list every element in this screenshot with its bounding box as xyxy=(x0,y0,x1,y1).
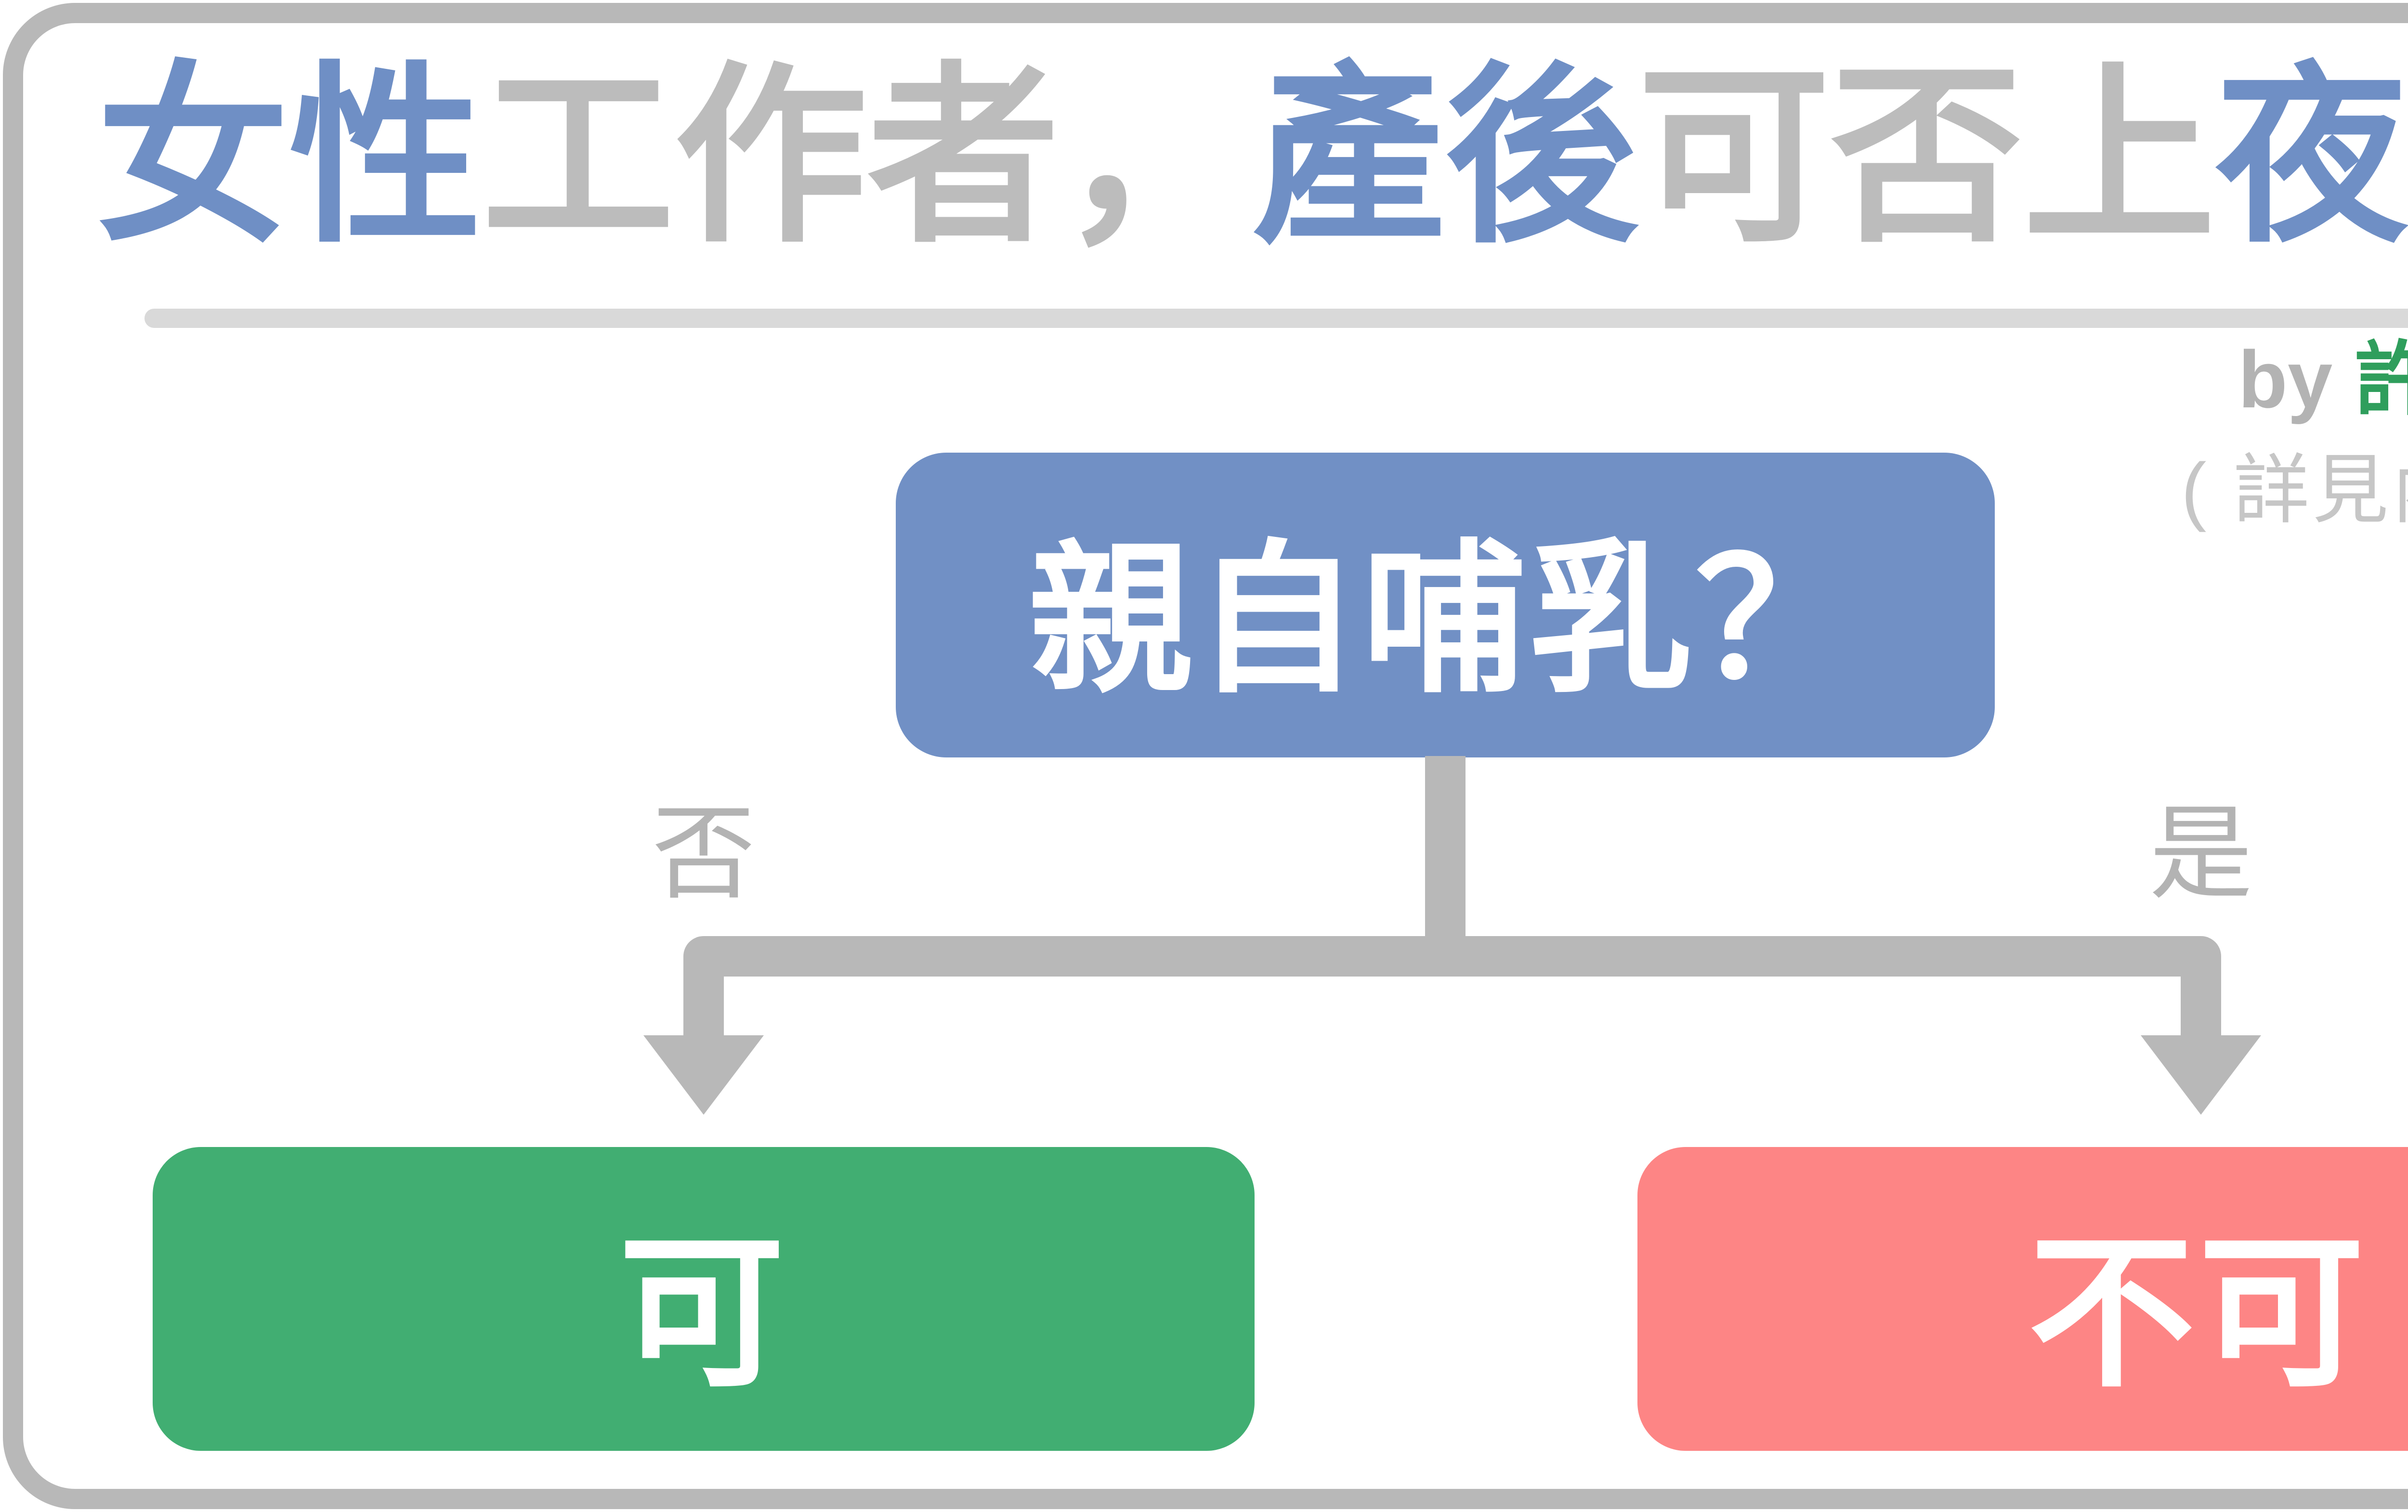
author-name: 許君豪 xyxy=(2355,334,2408,425)
title-segment: 工作者， xyxy=(482,49,1253,264)
result-node-allowed: 可 xyxy=(153,1147,1255,1451)
down-arrow-icon xyxy=(2141,1035,2261,1115)
title-segment: 夜班？ xyxy=(2215,49,2408,264)
result-label-not-allowed: 不可 xyxy=(2028,1221,2369,1407)
footnote: ( 詳見內文說明 ) xyxy=(2181,448,2408,533)
title-segment: 產後 xyxy=(1252,49,1638,264)
connector-branch-bar xyxy=(683,936,2221,1046)
title-segment: 可否上 xyxy=(1637,49,2216,264)
decision-node: 親自哺乳？ xyxy=(896,453,1995,757)
title-segment: 女性 xyxy=(96,49,482,264)
branch-label-no: 否 xyxy=(652,795,756,912)
result-node-not-allowed: 不可 xyxy=(1637,1147,2408,1451)
down-arrow-icon xyxy=(643,1035,764,1115)
page-title: 女性工作者，產後可否上夜班？ xyxy=(0,57,2408,257)
branch-label-yes: 是 xyxy=(2149,795,2253,912)
title-divider xyxy=(144,309,2408,328)
byline: by 許君豪醫師 xyxy=(2238,333,2408,426)
byline-prefix: by xyxy=(2238,334,2355,425)
result-label-allowed: 可 xyxy=(618,1221,789,1407)
decision-label: 親自哺乳？ xyxy=(1029,528,1862,712)
